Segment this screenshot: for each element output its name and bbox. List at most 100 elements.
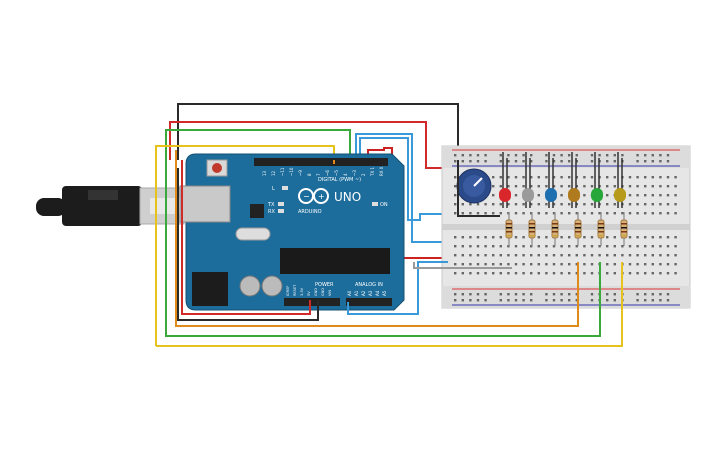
breadboard-hole — [560, 212, 563, 215]
rail-hole — [560, 293, 563, 296]
breadboard-hole — [537, 272, 540, 275]
rail-hole — [522, 160, 525, 163]
rail-hole — [454, 160, 457, 163]
breadboard-hole — [644, 254, 647, 257]
breadboard-hole — [606, 176, 609, 179]
breadboard-hole — [499, 203, 502, 206]
breadboard-hole — [666, 212, 670, 215]
breadboard-hole — [666, 203, 670, 206]
breadboard-hole — [575, 176, 578, 179]
breadboard-hole — [552, 212, 556, 215]
power-pin-label: GND — [314, 288, 318, 296]
breadboard-hole — [568, 254, 571, 257]
rail-hole — [598, 154, 601, 157]
breadboard-hole — [461, 212, 464, 215]
power-label: POWER — [315, 282, 334, 288]
power-pin-label: GND — [321, 288, 325, 296]
breadboard-hole — [537, 263, 540, 266]
rail-hole — [469, 299, 472, 302]
breadboard-hole — [537, 194, 540, 197]
wire-red-5v — [169, 121, 448, 169]
breadboard-hole — [454, 176, 457, 179]
breadboard-hole — [545, 185, 548, 188]
resistor-band — [506, 223, 512, 225]
breadboard-hole — [666, 194, 670, 197]
breadboard-hole — [583, 254, 586, 257]
breadboard-hole — [628, 272, 632, 275]
breadboard-hole — [621, 254, 624, 257]
breadboard-hole — [454, 212, 457, 215]
breadboard-hole — [598, 245, 601, 248]
breadboard-hole — [636, 272, 639, 275]
breadboard-hole — [484, 203, 487, 206]
breadboard-hole — [606, 254, 609, 257]
svg-text:−: − — [303, 192, 310, 201]
rail-hole — [469, 154, 472, 157]
breadboard-hole — [644, 194, 647, 197]
breadboard-hole — [644, 176, 647, 179]
breadboard-hole — [530, 245, 533, 248]
rail-hole — [575, 293, 578, 296]
breadboard-hole — [590, 236, 594, 239]
breadboard-hole — [606, 212, 609, 215]
breadboard-hole — [568, 212, 571, 215]
rail-hole — [552, 299, 556, 302]
digital-pin-label: ~3 — [352, 170, 357, 176]
breadboard-hole — [499, 176, 502, 179]
led-rx — [278, 209, 284, 213]
breadboard-hole — [484, 245, 487, 248]
breadboard-hole — [545, 245, 548, 248]
breadboard-hole — [530, 272, 533, 275]
breadboard-hole — [666, 176, 670, 179]
breadboard-hole — [651, 272, 654, 275]
on-label: ON — [380, 202, 388, 208]
breadboard-hole — [454, 254, 457, 257]
on-led — [372, 202, 378, 206]
breadboard-hole — [606, 245, 609, 248]
breadboard-hole — [537, 236, 540, 239]
resistor-band — [529, 223, 535, 225]
rail-hole — [522, 293, 525, 296]
brand-text: ARDUINO — [298, 209, 322, 215]
breadboard-hole — [606, 185, 609, 188]
rail-hole — [568, 160, 571, 163]
breadboard-hole — [568, 185, 571, 188]
breadboard-hole — [659, 194, 662, 197]
breadboard-hole — [666, 245, 670, 248]
resistor-band — [529, 227, 535, 229]
arduino-logo: − + — [298, 188, 329, 204]
breadboard-hole — [644, 236, 647, 239]
wire-blue-2 — [359, 137, 476, 221]
digital-pin-label: 2 — [361, 173, 366, 176]
rail-hole — [651, 293, 654, 296]
rail-hole — [651, 160, 654, 163]
breadboard-hole — [560, 272, 563, 275]
breadboard-hole — [613, 254, 616, 257]
breadboard-hole — [499, 212, 502, 215]
breadboard-hole — [492, 272, 495, 275]
rail-hole — [636, 299, 639, 302]
resistor-band — [575, 231, 581, 233]
leds — [499, 152, 626, 208]
digital-pin-label: TX 1 — [370, 167, 375, 177]
breadboard-hole — [484, 236, 487, 239]
breadboard-hole — [674, 236, 677, 239]
breadboard-hole — [522, 176, 525, 179]
resistor-band — [529, 235, 535, 237]
breadboard-hole — [514, 185, 518, 188]
breadboard-hole — [537, 176, 540, 179]
rail-hole — [507, 154, 510, 157]
breadboard-hole — [628, 176, 632, 179]
breadboard-hole — [568, 245, 571, 248]
breadboard-hole — [575, 272, 578, 275]
rail-hole — [659, 293, 662, 296]
rail-hole — [590, 299, 594, 302]
breadboard-hole — [636, 263, 639, 266]
breadboard-hole — [560, 176, 563, 179]
led-tx-label: TX — [267, 202, 275, 208]
breadboard-hole — [530, 176, 533, 179]
wires-front — [156, 150, 623, 347]
breadboard-hole — [492, 236, 495, 239]
breadboard-hole — [454, 236, 457, 239]
